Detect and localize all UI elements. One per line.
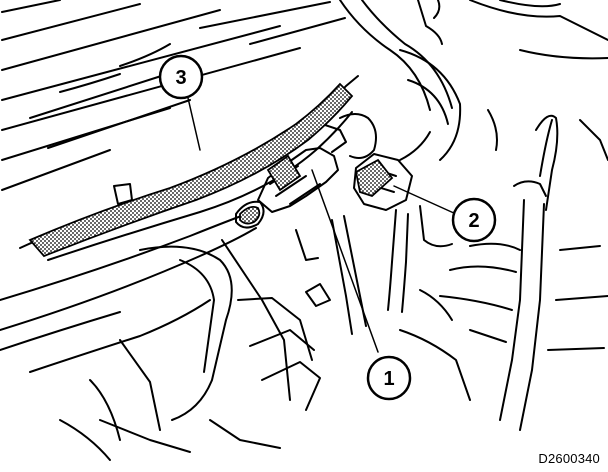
intake-ribs [1, 0, 346, 191]
callout-1: 1 [366, 355, 412, 401]
callout-3-label: 3 [175, 67, 186, 89]
callout-1-label: 1 [383, 368, 394, 390]
vertical-pipes [331, 205, 453, 335]
shaded-harness-section [28, 82, 394, 258]
right-hose [399, 109, 608, 431]
leader-lines [187, 97, 457, 353]
upper-hoses [339, 0, 608, 161]
figure-id: D2600340 [538, 451, 600, 466]
callout-2-label: 2 [468, 210, 479, 232]
lower-left-hose [0, 211, 257, 373]
callout-2: 2 [451, 197, 497, 243]
callout-3: 3 [158, 54, 204, 100]
lower-frame [59, 239, 321, 461]
